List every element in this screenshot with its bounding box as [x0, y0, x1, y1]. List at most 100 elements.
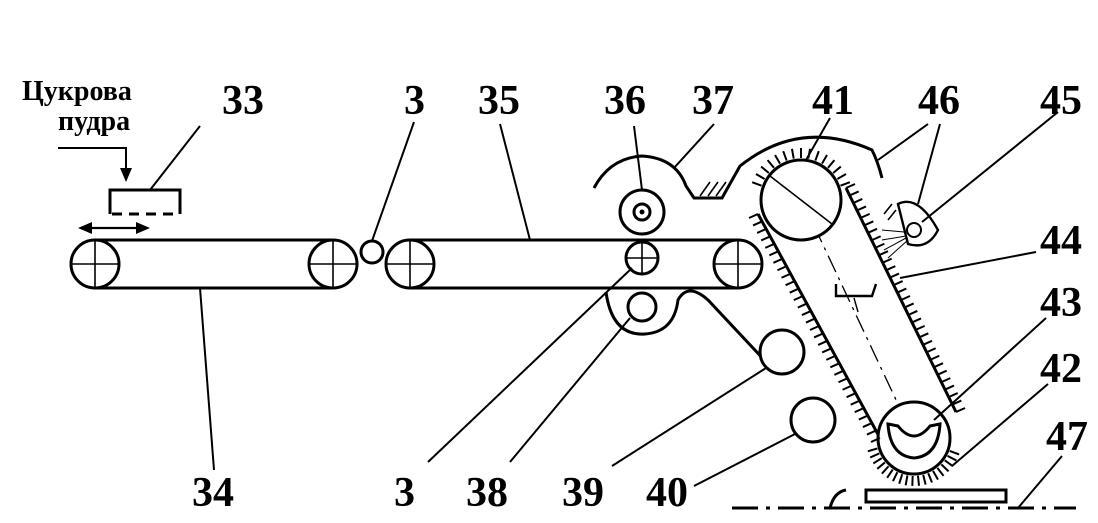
bristle [813, 332, 824, 339]
label-38: 38 [466, 470, 508, 516]
label-44: 44 [1040, 218, 1082, 264]
bristle [748, 213, 759, 219]
label-3-top: 3 [404, 78, 425, 124]
bristle [940, 463, 950, 473]
bristle [870, 437, 881, 443]
bristle [885, 265, 896, 272]
bristle [940, 377, 951, 384]
bristle [922, 474, 927, 485]
brush-bristles [748, 148, 966, 487]
bristle [867, 227, 878, 234]
bristle [882, 257, 893, 264]
caption-line-1: Цукрова [22, 76, 132, 107]
bristle [869, 452, 880, 459]
bristle [797, 302, 808, 309]
bristle [854, 407, 865, 414]
bristle [790, 148, 795, 159]
bristle [805, 317, 816, 324]
bristle [926, 347, 937, 354]
bristle [944, 384, 955, 391]
drum-41 [759, 158, 843, 242]
roller-mid-2 [712, 238, 764, 290]
bristle [760, 235, 771, 242]
bristle [755, 173, 766, 180]
bristle [904, 302, 915, 309]
bristle [860, 212, 871, 219]
bristle [766, 159, 775, 169]
bristle [898, 473, 904, 484]
label-39: 39 [562, 470, 604, 516]
bristle [751, 181, 762, 187]
bristle [845, 183, 856, 189]
bristle [801, 310, 812, 316]
caption-line-2: пудра [58, 106, 130, 137]
bristle [867, 447, 878, 453]
bristle [825, 354, 836, 361]
label-37: 37 [692, 78, 734, 124]
bristle [889, 272, 900, 279]
label-35: 35 [478, 78, 520, 124]
bristle [872, 457, 883, 465]
label-34: 34 [192, 470, 234, 516]
label-3-bottom: 3 [394, 470, 415, 516]
bristle [793, 295, 804, 302]
bristle [951, 399, 962, 406]
bristle [922, 339, 933, 346]
bristle [842, 384, 852, 391]
bristle [760, 165, 770, 174]
label-36: 36 [604, 78, 646, 124]
roller-40 [693, 396, 837, 487]
bristle [764, 242, 775, 249]
bristle [821, 154, 828, 165]
bristle [817, 340, 828, 346]
inclined-brush-conveyor [748, 148, 966, 487]
bristle [781, 272, 791, 279]
bristle [772, 257, 783, 264]
bristle [821, 347, 832, 354]
bristle [833, 369, 844, 376]
bristle [782, 150, 788, 161]
transfer-roller-3 [359, 121, 415, 265]
bristle [789, 287, 800, 294]
roller-mid-1 [384, 238, 436, 290]
bristle [768, 250, 779, 257]
label-40: 40 [646, 470, 688, 516]
label-33: 33 [222, 78, 264, 124]
label-43: 43 [1040, 280, 1082, 326]
conveyor-34 [69, 238, 359, 290]
bristle [881, 465, 890, 475]
label-41: 41 [812, 78, 854, 124]
bristle [915, 324, 926, 331]
bristle [814, 150, 820, 161]
tray-47 [732, 455, 1076, 510]
conveyor-35 [384, 123, 764, 290]
bristle [893, 280, 904, 286]
bristle [929, 354, 940, 361]
bristle [896, 287, 907, 294]
bristle [904, 475, 909, 486]
bristle [850, 399, 861, 406]
bristle [836, 173, 847, 180]
bristle [777, 265, 787, 272]
bristle [886, 468, 894, 479]
nozzle-45 [881, 111, 1059, 259]
bristle [858, 414, 869, 421]
label-47: 47 [1046, 414, 1088, 460]
bristle [937, 369, 948, 376]
roller-3-lower [427, 240, 660, 463]
label-45: 45 [1040, 78, 1082, 124]
bristle [947, 454, 957, 462]
bristle [876, 461, 886, 470]
motion-arrow [78, 222, 150, 234]
bristle [949, 450, 960, 456]
bristle [785, 280, 796, 287]
bristle [932, 470, 939, 481]
roller-38 [509, 289, 770, 463]
bristle [892, 471, 899, 482]
bristle [863, 220, 874, 227]
bristle [849, 190, 860, 197]
roller-left-1 [69, 238, 121, 290]
cover-37 [592, 123, 884, 200]
bristle [918, 332, 929, 339]
